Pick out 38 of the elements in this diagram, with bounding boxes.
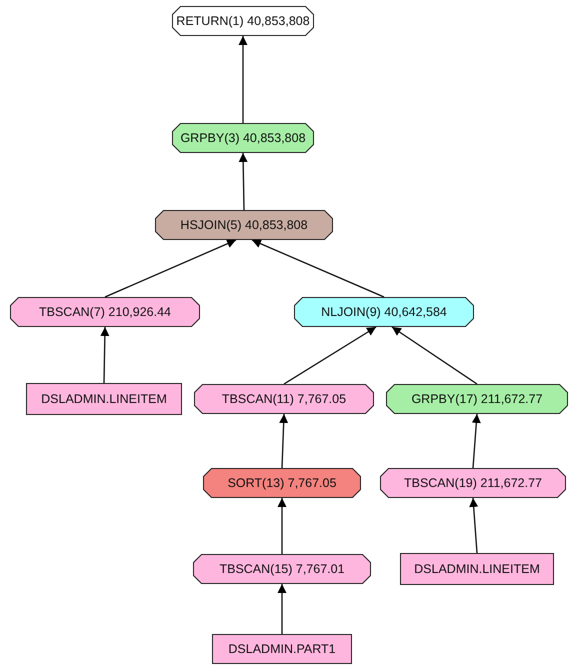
arrow bbox=[104, 239, 236, 298]
table-node bbox=[400, 553, 554, 585]
node-label: TBSCAN(7) 210,926.44 bbox=[38, 305, 172, 319]
node-label: TBSCAN(15) 7,767.01 bbox=[218, 562, 346, 576]
arrow bbox=[284, 326, 376, 385]
node-label: DSLADMIN.PART1 bbox=[227, 642, 337, 656]
arrow bbox=[252, 239, 384, 298]
arrow bbox=[238, 152, 248, 210]
operator-node bbox=[294, 297, 474, 327]
node-label: NLJOIN(9) 40,642,584 bbox=[320, 305, 448, 319]
operator-node bbox=[155, 210, 333, 240]
node-label: RETURN(1) 40,853,808 bbox=[175, 14, 311, 28]
node-label: TBSCAN(19) 211,672.77 bbox=[402, 476, 544, 490]
arrow bbox=[278, 584, 286, 634]
arrow bbox=[100, 326, 110, 384]
node-label: DSLADMIN.LINEITEM bbox=[413, 562, 541, 576]
node-label: HSJOIN(5) 40,853,808 bbox=[179, 218, 309, 232]
operator-node bbox=[10, 297, 200, 327]
node-label: TBSCAN(11) 7,767.05 bbox=[220, 392, 348, 406]
operator-node bbox=[193, 554, 371, 584]
operator-node bbox=[172, 6, 314, 36]
arrow bbox=[469, 498, 478, 554]
node-label: GRPBY(17) 211,672.77 bbox=[410, 392, 544, 406]
arrow bbox=[278, 498, 286, 554]
operator-node bbox=[380, 468, 566, 498]
node-label: DSLADMIN.LINEITEM bbox=[40, 392, 168, 406]
table-node bbox=[26, 383, 182, 415]
node-label: SORT(13) 7,767.05 bbox=[226, 476, 338, 490]
arrow bbox=[392, 326, 478, 385]
operator-node bbox=[386, 384, 568, 414]
arrow bbox=[279, 414, 288, 468]
operator-node bbox=[194, 384, 374, 414]
table-node bbox=[212, 634, 352, 664]
operator-node bbox=[203, 468, 361, 498]
node-label: GRPBY(3) 40,853,808 bbox=[179, 131, 307, 145]
operator-node bbox=[172, 123, 314, 153]
arrow bbox=[472, 414, 481, 468]
arrow bbox=[238, 36, 248, 123]
